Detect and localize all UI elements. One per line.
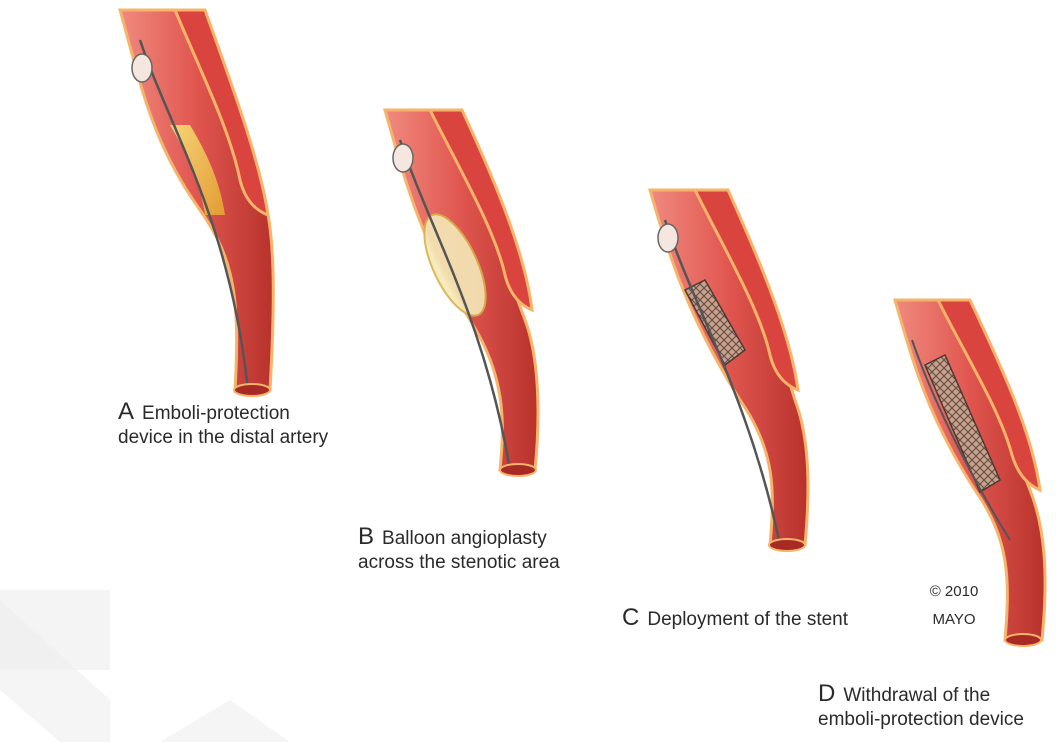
vessel-a <box>120 10 273 396</box>
vessel-c <box>650 190 808 551</box>
emboli-filter-b <box>393 144 413 172</box>
caption-a-line1: Emboli-protection <box>142 403 290 424</box>
copyright-notice: © 2010 MAYO <box>922 578 986 634</box>
caption-d-line1: Withdrawal of the <box>843 685 990 706</box>
copyright-line1: © 2010 <box>922 578 986 606</box>
emboli-filter-a <box>132 54 152 82</box>
caption-b-letter: B <box>358 523 374 550</box>
caption-a-letter: A <box>118 398 134 425</box>
caption-a: A Emboli-protection device in the distal … <box>118 400 328 450</box>
caption-b-line2: across the stenotic area <box>358 551 560 575</box>
caption-c-letter: C <box>622 604 639 631</box>
vessel-b <box>385 110 538 476</box>
copyright-line2: MAYO <box>922 606 986 634</box>
caption-d: D Withdrawal of the emboli-protection dev… <box>818 682 1024 732</box>
caption-b-line1: Balloon angioplasty <box>382 528 547 549</box>
emboli-filter-c <box>658 224 678 252</box>
caption-d-line2: emboli-protection device <box>818 708 1024 732</box>
caption-b: B Balloon angioplasty across the stenotic… <box>358 525 560 575</box>
caption-a-line2: device in the distal artery <box>118 426 328 450</box>
watermark <box>0 590 290 742</box>
caption-d-letter: D <box>818 680 835 707</box>
caption-c: C Deployment of the stent <box>622 606 848 632</box>
caption-c-line1: Deployment of the stent <box>647 609 848 630</box>
